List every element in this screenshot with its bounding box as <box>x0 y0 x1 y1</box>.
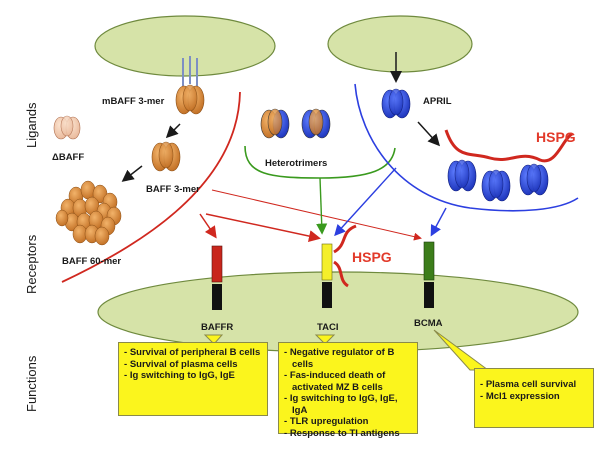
bcma-functions-callout: Plasma cell survival Mcl1 expression <box>474 368 594 428</box>
hspg-top-label: HSPG <box>536 129 576 145</box>
function-item: Response to TI antigens <box>284 428 412 440</box>
heterotrimer-icon-1 <box>260 108 290 139</box>
receptor-label-bcma: BCMA <box>414 318 443 329</box>
april-label: APRIL <box>423 96 452 107</box>
callout-pointer-baffr <box>203 334 224 345</box>
callout-pointer-taci <box>314 334 336 345</box>
arrow-baff-to-bcma <box>211 189 422 241</box>
baff-3mer-label: BAFF 3-mer <box>146 184 200 195</box>
side-label-ligands: Ligands <box>24 102 39 148</box>
baffr-functions-list: Survival of peripheral B cells Survival … <box>124 347 262 382</box>
arrow-april-to-taci <box>334 167 397 237</box>
bcma-functions-list: Plasma cell survival Mcl1 expression <box>480 379 588 402</box>
baff-region-curve <box>61 91 241 283</box>
arrow-baff-to-baffr <box>199 213 217 239</box>
arrow-baff-to-taci <box>205 213 321 242</box>
function-item: Mcl1 expression <box>480 391 588 403</box>
side-label-functions: Functions <box>24 355 39 412</box>
hspg-chain-top <box>444 129 573 163</box>
april-hspg-cluster-icon <box>447 159 549 202</box>
receptor-taci <box>321 243 333 308</box>
function-item: Survival of peripheral B cells <box>124 347 262 359</box>
baff-3mer-icon <box>151 141 181 172</box>
hspg-chain-taci <box>333 224 357 288</box>
mbaff-3mer-icon <box>175 84 205 115</box>
mbaff-label: mBAFF 3-mer <box>102 96 165 107</box>
function-item: Fas-induced death of activated MZ B cell… <box>284 370 412 393</box>
baff-60mer-label: BAFF 60-mer <box>62 256 121 267</box>
cell-top-right <box>327 15 473 73</box>
taci-functions-list: Negative regulator of B cells Fas-induce… <box>284 347 412 439</box>
april-icon <box>381 88 411 119</box>
cell-top-left <box>94 15 276 77</box>
receptor-baffr <box>211 245 223 310</box>
baff-60mer-icon <box>55 180 122 246</box>
arrow-hetero-to-taci <box>316 177 328 235</box>
arrow-april-to-bcma <box>430 207 447 237</box>
cell-bottom <box>97 271 579 353</box>
april-region-curve <box>354 83 579 212</box>
side-label-receptors: Receptors <box>24 234 39 294</box>
arrow-baff3-to-baff60 <box>121 165 143 182</box>
arrow-mbaff-to-baff3 <box>165 123 181 139</box>
hspg-taci-label: HSPG <box>352 249 392 265</box>
function-item: Plasma cell survival <box>480 379 588 391</box>
function-item: Negative regulator of B cells <box>284 347 412 370</box>
function-item: Ig switching to IgG, IgE <box>124 370 262 382</box>
function-item: Ig switching to IgG, IgE, IgA <box>284 393 412 416</box>
function-item: TLR upregulation <box>284 416 412 428</box>
baffr-functions-callout: Survival of peripheral B cells Survival … <box>118 342 268 416</box>
receptor-label-taci: TACI <box>317 322 338 333</box>
receptor-label-baffr: BAFFR <box>201 322 233 333</box>
delta-baff-label: ΔBAFF <box>52 152 84 163</box>
taci-functions-callout: Negative regulator of B cells Fas-induce… <box>278 342 418 439</box>
delta-baff-icon <box>53 115 81 140</box>
heterotrimer-icon-2 <box>301 108 331 139</box>
heterotrimers-label: Heterotrimers <box>265 158 327 169</box>
heterotrimer-bracket <box>244 145 396 179</box>
receptor-bcma <box>423 241 435 308</box>
mbaff-anchors <box>182 56 198 86</box>
function-item: Survival of plasma cells <box>124 359 262 371</box>
arrow-april-to-hspg <box>417 121 441 147</box>
